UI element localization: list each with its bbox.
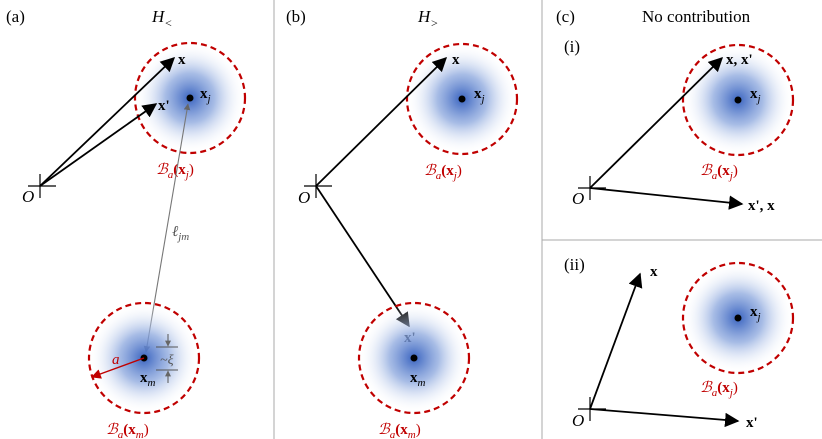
label-ball-xj: ℬa(xj) — [424, 163, 462, 182]
panel-b: (b) H> xj ℬa(xj) O x x' xm ℬa(xm) — [286, 7, 519, 439]
point-xj — [734, 96, 742, 104]
label-xj: xj — [200, 86, 211, 105]
panel-c: (c) No contribution (i) xj ℬa(xj) O x, x… — [556, 7, 795, 431]
panel-a-title: H< — [151, 7, 172, 30]
point-xj — [458, 95, 466, 103]
label-ball-xm: ℬa(xm) — [106, 422, 149, 439]
arrow-x — [39, 57, 176, 187]
arrow-right — [589, 408, 740, 428]
label-xm: xm — [410, 370, 426, 389]
ball-xm-boundary — [87, 301, 201, 415]
panel-c-label: (c) — [556, 7, 575, 26]
panel-a-label: (a) — [6, 7, 25, 26]
label-radius: a — [112, 352, 120, 368]
arrow-xprime — [315, 185, 410, 328]
label-xj: xj — [474, 86, 485, 105]
ball-xj-boundary — [681, 261, 795, 375]
label-ball-xj: ℬa(xj) — [700, 163, 738, 182]
label-ball-xj: ℬa(xj) — [700, 380, 738, 399]
panel-a: (a) H< xj ℬa(xj) O x x' ℓjm — [6, 7, 247, 439]
label-xi: ~ξ — [160, 353, 174, 368]
label-xm: xm — [140, 370, 156, 389]
arrow-up — [589, 56, 724, 189]
label-up: x — [650, 264, 658, 280]
subpanel-ii-label: (ii) — [564, 255, 585, 274]
point-xj — [186, 94, 194, 102]
point-xm — [410, 354, 418, 362]
label-right: x', x — [748, 198, 775, 214]
label-distance: ℓjm — [172, 224, 189, 243]
panel-c-title: No contribution — [642, 7, 751, 26]
label-x: x — [178, 52, 186, 68]
origin-label: O — [572, 411, 584, 430]
subpanel-c-i: (i) xj ℬa(xj) O x, x' x', x — [564, 37, 795, 214]
origin-label: O — [572, 189, 584, 208]
point-xj — [734, 314, 742, 322]
ball-xj-boundary — [405, 42, 519, 156]
ball-xj-boundary — [681, 43, 795, 157]
origin-label: O — [22, 187, 34, 206]
label-up: x, x' — [726, 52, 753, 68]
ball-xj-boundary — [133, 41, 247, 155]
radius-arrow — [91, 357, 145, 379]
subpanel-c-ii: (ii) xj ℬa(xj) O x x' — [564, 255, 795, 431]
label-xprime: x' — [158, 98, 170, 114]
ball-xm-boundary — [357, 301, 471, 415]
label-xj: xj — [750, 86, 761, 105]
arrow-right — [589, 187, 744, 210]
panel-b-label: (b) — [286, 7, 306, 26]
label-right: x' — [746, 415, 758, 431]
arrow-up — [589, 272, 643, 410]
arrow-x — [315, 56, 448, 187]
label-x: x — [452, 52, 460, 68]
label-xj: xj — [750, 304, 761, 323]
label-ball-xm: ℬa(xm) — [378, 422, 421, 439]
panel-b-title: H> — [417, 7, 438, 30]
arrow-xprime — [39, 103, 158, 187]
subpanel-i-label: (i) — [564, 37, 580, 56]
origin-label: O — [298, 188, 310, 207]
